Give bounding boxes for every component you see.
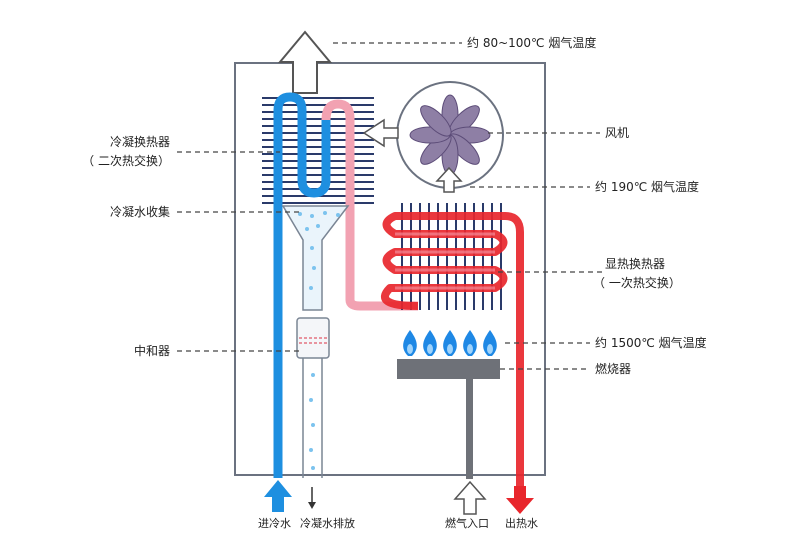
primary-hx-label: 显热换热器 [605, 257, 666, 271]
fan-inlet-arrow [435, 166, 463, 193]
warm-water-pipe [321, 99, 418, 311]
neutralizer-label: 中和器 [133, 344, 170, 358]
burner-flame-cores [407, 344, 493, 354]
boiler-casing [234, 62, 546, 476]
condensate-funnel [281, 205, 350, 311]
primary-hx-fins [401, 203, 502, 310]
neutralizer-body [296, 317, 330, 359]
condensate-collect-label: 冷凝水收集 [109, 205, 170, 219]
burner-body [397, 359, 500, 379]
flue-exit-temp-label: 约 80~100℃ 烟气温度 [467, 36, 597, 50]
condensate-drops [298, 211, 340, 470]
fan-out-temp-label: 约 190℃ 烟气温度 [595, 180, 700, 194]
cold-water-pipe [273, 92, 331, 478]
gas-pipe [466, 379, 473, 479]
condensing-hx-sublabel: （ 二次热交换） [82, 154, 170, 168]
fan-outlet-arrow [362, 118, 399, 148]
burner-label: 燃烧器 [595, 362, 632, 376]
condensate-drain-arrowhead [308, 502, 316, 509]
cold-water-inlet-arrow [264, 480, 292, 512]
fan-label: 风机 [605, 126, 630, 140]
gas-inlet-arrow [453, 480, 487, 515]
condensate-drain-label: 冷凝水排放 [300, 517, 355, 530]
fan-blades [409, 94, 491, 176]
cold-in-label: 进冷水 [258, 517, 291, 530]
flame-temp-label: 约 1500℃ 烟气温度 [595, 336, 707, 350]
condensate-drain-pipe [302, 350, 323, 478]
condensing-hx-label: 冷凝换热器 [109, 135, 170, 149]
primary-hx-sublabel: （ 一次热交换） [593, 276, 681, 290]
hot-water-outlet-arrow [506, 486, 534, 514]
burner-flames [403, 330, 497, 356]
hot-out-label: 出热水 [505, 517, 538, 530]
primary-hx-pipe-inner [395, 232, 495, 290]
leader-lines [177, 42, 605, 370]
flue-exhaust-arrow [277, 30, 333, 94]
gas-in-label: 燃气入口 [445, 517, 489, 530]
